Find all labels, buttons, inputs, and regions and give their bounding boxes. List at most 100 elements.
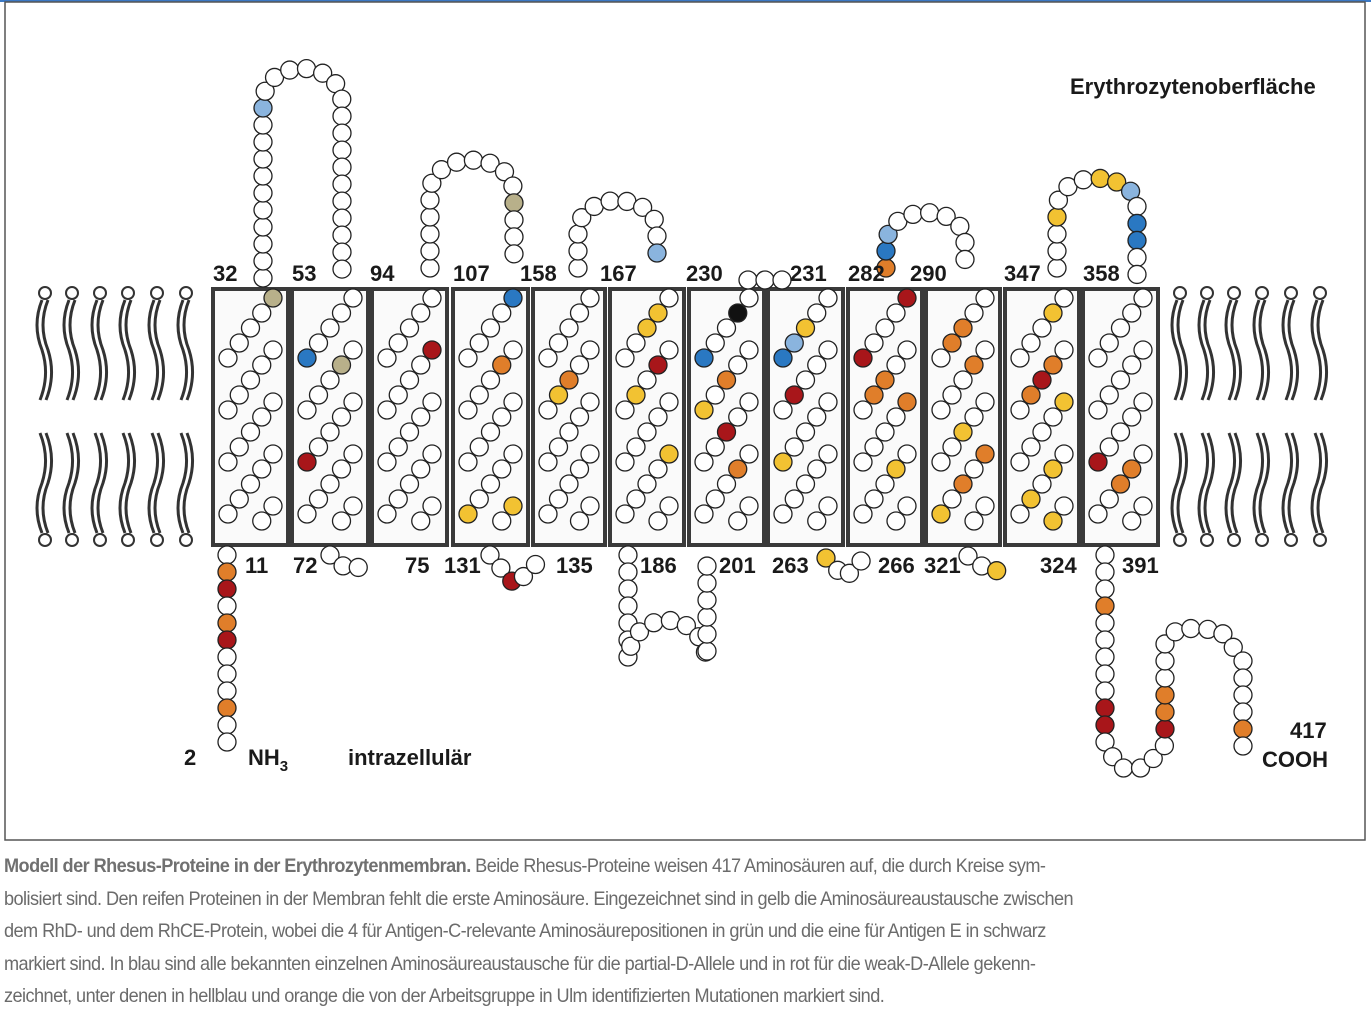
residue <box>807 355 827 375</box>
membrane-lipids <box>35 286 1328 547</box>
residue <box>253 132 273 152</box>
residue <box>504 244 524 264</box>
residue <box>1122 303 1142 323</box>
lipid-tail <box>147 299 159 401</box>
residue <box>331 459 352 479</box>
residue <box>739 496 759 516</box>
residue <box>728 511 748 531</box>
top-position-label: 158 <box>520 261 557 286</box>
residue-orange <box>559 370 579 390</box>
residue <box>469 437 489 457</box>
residue <box>399 370 420 390</box>
residue <box>538 348 558 368</box>
residue <box>458 452 478 472</box>
residue <box>1133 288 1153 308</box>
lipid-head <box>179 533 193 547</box>
residue-orange <box>1021 385 1041 405</box>
lipid-head <box>1284 286 1298 300</box>
residue <box>580 496 600 516</box>
residue-blue <box>297 348 317 368</box>
residue <box>263 392 283 412</box>
lipid-tail <box>1224 299 1236 401</box>
residue <box>491 558 511 578</box>
residue <box>615 504 635 524</box>
residue <box>240 370 261 390</box>
residue <box>697 556 717 576</box>
residue <box>569 407 590 427</box>
lipid-tail <box>147 432 159 534</box>
top-position-label: 358 <box>1083 261 1120 286</box>
lipid-head <box>179 286 193 300</box>
amino-acid-chain <box>217 58 1253 778</box>
lipid-tail <box>62 299 74 401</box>
lipid-head <box>65 533 79 547</box>
residue <box>538 452 558 472</box>
residue <box>1095 545 1115 565</box>
lipid-tail <box>1170 432 1182 534</box>
residue-blue <box>1127 213 1147 234</box>
lipid-tail <box>1287 432 1299 534</box>
top-position-label: 32 <box>213 261 237 286</box>
residue <box>559 474 579 494</box>
residue <box>1133 444 1153 464</box>
residue <box>503 392 523 412</box>
residue <box>853 452 873 472</box>
residue-blue <box>694 348 714 368</box>
lipid-head <box>1200 533 1214 547</box>
lipid-tail <box>1310 299 1322 401</box>
residue-yellow <box>1043 459 1063 479</box>
residue-blue <box>1127 230 1147 251</box>
residue <box>964 407 984 427</box>
lipid-tail <box>1310 432 1322 534</box>
lipid-tail <box>41 432 53 534</box>
residue <box>931 452 951 472</box>
top-position-label: 290 <box>910 261 947 286</box>
residue <box>253 166 273 186</box>
residue <box>569 303 590 323</box>
residue <box>875 422 895 442</box>
residue-orange <box>1095 596 1115 616</box>
residue <box>644 613 664 633</box>
bottom-position-label: 324 <box>1040 553 1077 578</box>
residue <box>1088 348 1108 368</box>
residue <box>618 579 638 599</box>
residue-red <box>784 385 804 405</box>
lipid-tail <box>62 432 74 534</box>
lipid-tail <box>1224 432 1236 534</box>
residue <box>480 545 500 565</box>
residue-yellow <box>1047 207 1067 227</box>
residue-yellow <box>694 400 714 420</box>
residue <box>1021 333 1041 353</box>
residue-lightblue <box>878 224 898 245</box>
residue-yellow <box>503 496 523 516</box>
residue <box>697 624 717 644</box>
lipid-tail <box>68 432 80 534</box>
residue <box>659 496 679 516</box>
residue <box>942 437 962 457</box>
caption-line-1: Beide Rhesus-Proteine weisen 417 Aminosä… <box>470 855 1046 877</box>
residue <box>648 407 668 427</box>
residue-red <box>422 340 442 360</box>
residue <box>615 348 635 368</box>
residue <box>1113 758 1134 778</box>
top-position-label: 347 <box>1004 261 1041 286</box>
residue <box>1095 562 1115 582</box>
residue <box>218 400 238 420</box>
residue-red <box>1155 719 1175 739</box>
residue <box>1021 437 1041 457</box>
residue <box>864 437 884 457</box>
residue <box>659 288 679 308</box>
residue <box>705 333 725 353</box>
residue <box>332 174 352 194</box>
residue <box>1133 340 1153 360</box>
lipid-tail <box>1316 432 1328 534</box>
residue <box>648 511 668 531</box>
residue <box>795 422 816 442</box>
residue <box>559 318 579 338</box>
residue <box>503 340 523 360</box>
residue <box>411 459 431 479</box>
residue <box>728 407 748 427</box>
lipid-head <box>1255 286 1269 300</box>
residue <box>280 60 300 80</box>
